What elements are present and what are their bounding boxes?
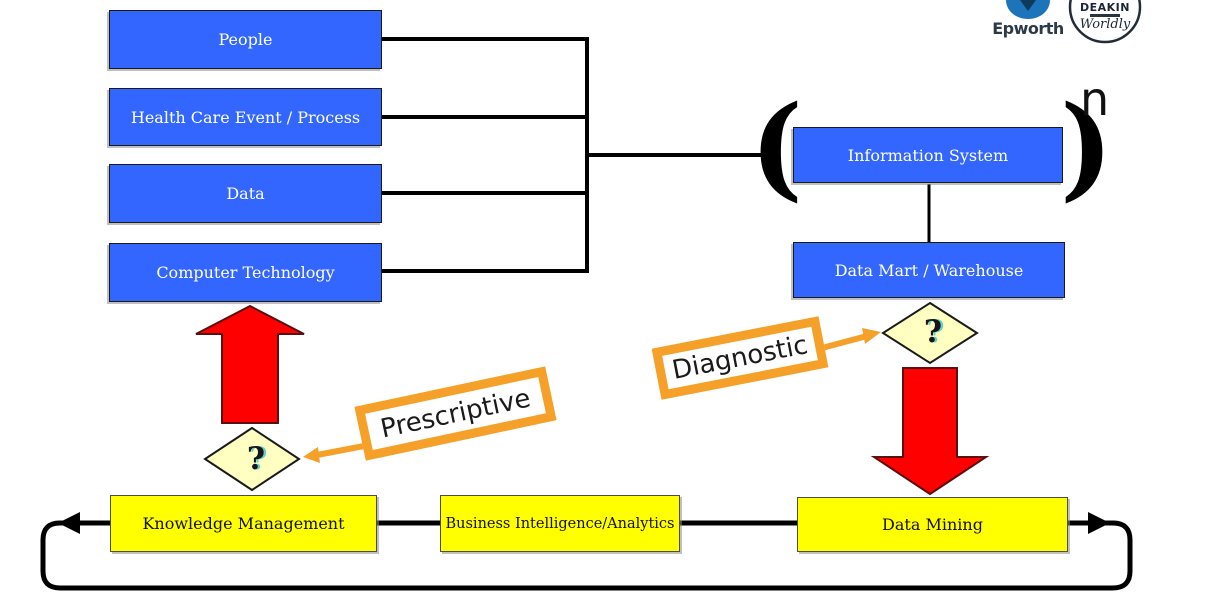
- box-computer-technology-label: Computer Technology: [156, 263, 335, 282]
- deakin-wordmark: DEAKIN: [1080, 1, 1130, 14]
- arrow-diagnostic-line: [821, 333, 868, 351]
- deakin-logo: DEAKIN Worldly: [1064, 0, 1146, 50]
- box-data-mining-label: Data Mining: [882, 515, 983, 534]
- epworth-emblem-icon: [1006, 0, 1050, 19]
- deakin-circle-icon: [1068, 0, 1142, 44]
- box-data-mining: Data Mining: [797, 497, 1068, 552]
- box-people: People: [109, 10, 382, 69]
- deakin-smallprint-bar: [1090, 14, 1120, 17]
- box-data-mart-warehouse: Data Mart / Warehouse: [793, 242, 1065, 298]
- box-information-system-label: Information System: [847, 145, 1009, 165]
- exponent-n: n: [1080, 72, 1110, 126]
- arrow-down-red-icon: [870, 367, 990, 496]
- box-health-care-event-process: Health Care Event / Process: [109, 88, 382, 146]
- box-knowledge-management-label: Knowledge Management: [142, 514, 345, 533]
- arrow-up-red-icon: [195, 304, 305, 424]
- box-business-intelligence-analytics: Business Intelligence/Analytics: [440, 495, 680, 552]
- arrow-prescriptive-head-icon: [303, 447, 320, 463]
- callout-prescriptive: Prescriptive: [354, 366, 557, 461]
- question-mark-right: ?: [923, 314, 943, 350]
- callout-prescriptive-label: Prescriptive: [377, 382, 534, 445]
- box-business-intelligence-analytics-label: Business Intelligence/Analytics: [445, 515, 675, 532]
- question-mark-left: ?: [246, 441, 266, 477]
- callout-diagnostic-label: Diagnostic: [669, 330, 811, 386]
- deakin-tagline: Worldly: [1079, 17, 1131, 32]
- loop-arrowhead-left-icon: [58, 512, 80, 534]
- paren-open: (: [750, 82, 803, 213]
- epworth-wordmark: Epworth: [992, 19, 1064, 38]
- box-data: Data: [109, 164, 382, 223]
- box-people-label: People: [218, 30, 273, 49]
- box-data-label: Data: [226, 184, 265, 203]
- box-knowledge-management: Knowledge Management: [110, 495, 377, 552]
- callout-diagnostic: Diagnostic: [651, 316, 829, 400]
- loop-arrowhead-right-icon: [1088, 512, 1110, 534]
- arrow-diagnostic-head-icon: [862, 328, 881, 344]
- box-data-mart-warehouse-label: Data Mart / Warehouse: [834, 260, 1024, 280]
- box-information-system: Information System: [793, 127, 1063, 183]
- epworth-logo: Epworth: [990, 0, 1066, 44]
- box-computer-technology: Computer Technology: [109, 243, 382, 302]
- paren-close: ): [1060, 82, 1113, 213]
- box-health-care-event-process-label: Health Care Event / Process: [130, 107, 361, 127]
- arrow-prescriptive-line: [316, 443, 365, 458]
